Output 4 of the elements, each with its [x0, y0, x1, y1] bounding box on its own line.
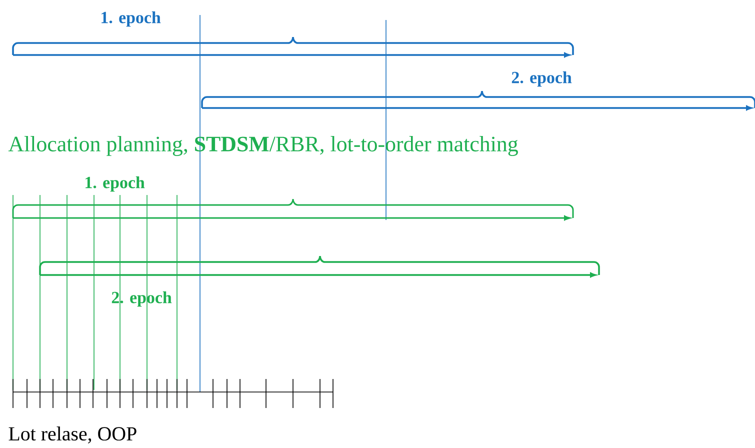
- text-label: 1. epoch: [102, 11, 161, 27]
- text-label: Lot relase, OOP: [8, 426, 136, 444]
- text-label: 1. epoch: [86, 176, 145, 192]
- text-label: 2. epoch: [512, 71, 572, 87]
